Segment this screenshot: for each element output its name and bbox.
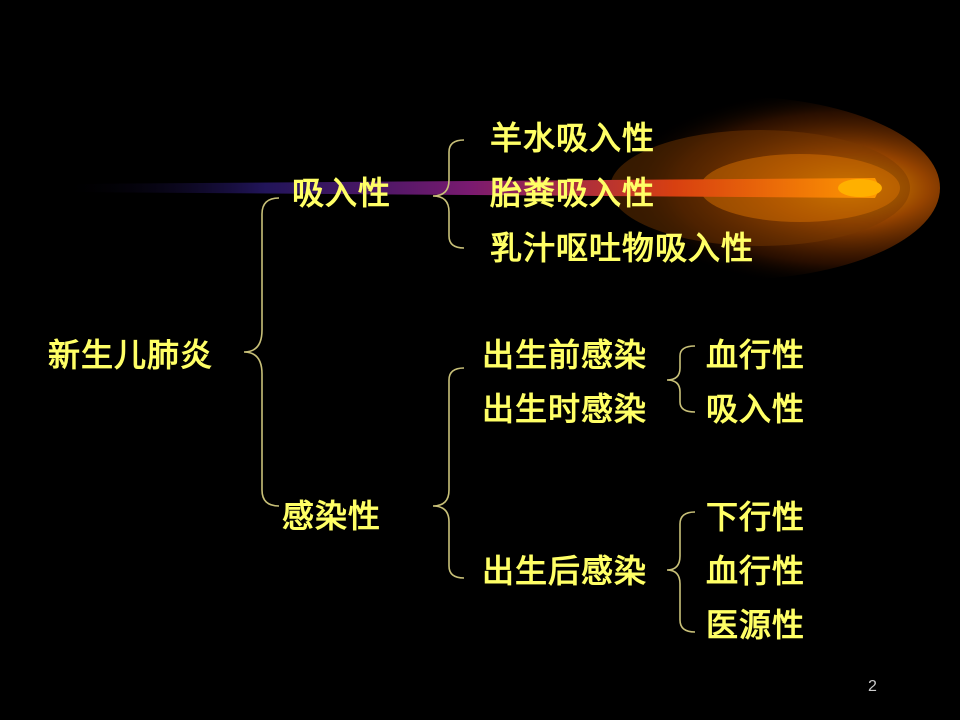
root-node: 新生儿肺炎: [48, 336, 214, 374]
postnatal-infection: 出生后感染: [482, 552, 648, 590]
postnatal-route-descending: 下行性: [706, 498, 806, 536]
intrapartum-infection: 出生时感染: [482, 390, 648, 428]
postnatal-route-iatrogenic: 医源性: [706, 606, 806, 644]
aspiration-item-amniotic: 羊水吸入性: [490, 119, 656, 157]
page-number: 2: [868, 678, 877, 695]
aspiration-item-meconium: 胎粪吸入性: [490, 174, 656, 212]
infection-node: 感染性: [282, 497, 382, 535]
aspiration-item-milk-vomit: 乳汁呕吐物吸入性: [490, 229, 755, 267]
postnatal-route-hematogenous: 血行性: [706, 552, 806, 590]
prenatal-route-hematogenous: 血行性: [706, 336, 806, 374]
prenatal-infection: 出生前感染: [482, 336, 648, 374]
prenatal-route-aspiration: 吸入性: [706, 390, 806, 428]
aspiration-node: 吸入性: [292, 174, 392, 212]
